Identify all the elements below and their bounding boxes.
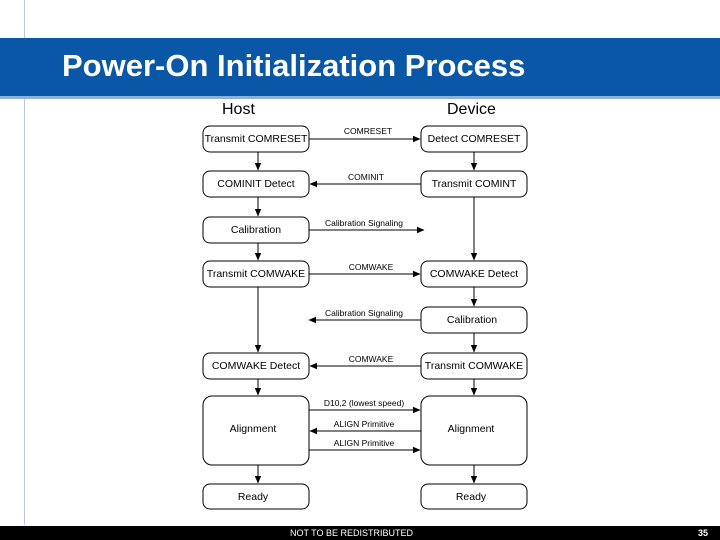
- page-number: 35: [697, 528, 708, 538]
- align-primitive-label-1: ALIGN Primitive: [334, 419, 395, 429]
- device-transmit-comint-label: Transmit COMINT: [432, 178, 517, 190]
- device-alignment-label: Alignment: [448, 423, 495, 435]
- d10-2-signal-label: D10,2 (lowest speed): [324, 398, 404, 408]
- comreset-signal-label: COMRESET: [344, 126, 392, 136]
- device-transmit-comwake-label: Transmit COMWAKE: [425, 360, 523, 372]
- host-alignment-label: Alignment: [230, 423, 277, 435]
- host-comwake-detect-box: [202, 352, 310, 380]
- comwake-to-host-label: COMWAKE: [349, 354, 394, 364]
- host-calibration-label: Calibration: [231, 224, 281, 236]
- cominit-signal-label: COMINIT: [348, 172, 384, 182]
- host-alignment-box: [202, 395, 310, 466]
- host-comwake-detect-label: COMWAKE Detect: [212, 360, 300, 372]
- host-calibration-signal-label: Calibration Signaling: [325, 218, 403, 228]
- host-transmit-comreset-label: Transmit COMRESET: [205, 133, 308, 145]
- host-column-header: Host: [222, 101, 255, 118]
- host-ready-box: [202, 483, 310, 510]
- slide-title: Power-On Initialization Process: [62, 48, 526, 83]
- comwake-to-device-label: COMWAKE: [349, 262, 394, 272]
- title-bar-edge: [0, 96, 720, 99]
- align-primitive-label-2: ALIGN Primitive: [334, 438, 395, 448]
- device-ready-label: Ready: [456, 491, 487, 503]
- footer-notice: NOT TO BE REDISTRIBUTED: [290, 528, 414, 538]
- title-bar: [0, 38, 720, 96]
- device-calibration-label: Calibration: [447, 314, 497, 326]
- host-ready-label: Ready: [238, 491, 269, 503]
- host-cominit-detect-label: COMINIT Detect: [217, 178, 294, 190]
- device-comwake-detect-label: COMWAKE Detect: [430, 268, 518, 280]
- device-detect-comreset-label: Detect COMRESET: [428, 133, 521, 145]
- host-transmit-comwake-label: Transmit COMWAKE: [207, 268, 305, 280]
- device-calibration-signal-label: Calibration Signaling: [325, 308, 403, 318]
- left-margin-rule: [24, 0, 25, 525]
- footer-bar: [0, 526, 720, 540]
- device-ready-box: [420, 483, 528, 510]
- host-cominit-detect-box: [202, 170, 310, 198]
- device-column-header: Device: [447, 101, 496, 118]
